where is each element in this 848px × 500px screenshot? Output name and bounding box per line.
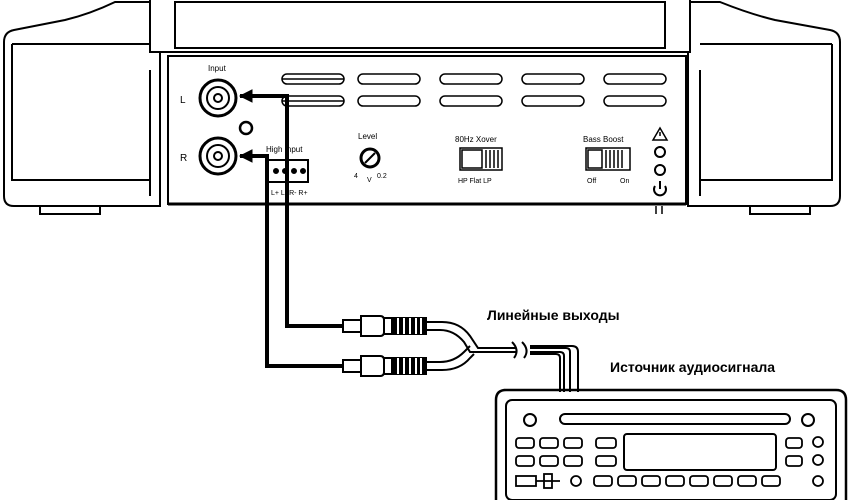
amp-left-wing-inner — [11, 43, 151, 196]
amp-right-wing — [687, 1, 841, 207]
display — [623, 433, 777, 471]
warning-icon — [651, 126, 669, 141]
xover-positions: HP Flat LP — [458, 178, 492, 185]
power-icon — [653, 181, 667, 197]
knob-icon[interactable] — [523, 413, 537, 427]
preset-buttons-right[interactable] — [785, 436, 824, 467]
balance-slider[interactable] — [515, 473, 582, 489]
audio-source-label: Источник аудиосигнала — [610, 359, 775, 375]
level-unit: V — [367, 177, 372, 184]
eject-icon[interactable] — [801, 413, 815, 427]
led-icon — [238, 120, 254, 136]
xover-switch[interactable] — [459, 147, 503, 171]
xover-label: 80Hz Xover — [455, 135, 497, 144]
cable-left — [240, 94, 345, 328]
amp-left-foot — [39, 205, 101, 215]
level-max: 0.2 — [377, 173, 387, 180]
amp-front-panel — [167, 55, 687, 205]
power-led-icon — [654, 164, 666, 176]
rca-plug-lower — [342, 355, 427, 377]
channel-left-label: L — [180, 95, 186, 106]
bass-on-label: On — [620, 178, 629, 185]
protect-led-icon — [654, 146, 666, 158]
head-unit-faceplate — [505, 399, 837, 500]
bottom-buttons[interactable] — [593, 475, 824, 487]
preset-buttons-left[interactable] — [515, 437, 617, 467]
rca-input-right[interactable] — [198, 136, 238, 176]
bass-boost-switch[interactable] — [585, 147, 631, 171]
bass-boost-label: Bass Boost — [583, 135, 624, 144]
vent-slots — [281, 73, 667, 107]
level-knob[interactable] — [359, 147, 381, 169]
amp-right-foot — [749, 205, 811, 215]
cable-run-to-source — [426, 321, 579, 392]
rca-cables — [238, 89, 579, 392]
line-outputs-label: Линейные выходы — [487, 307, 620, 323]
head-unit — [494, 388, 848, 500]
level-min: 4 — [354, 173, 358, 180]
cable-right — [240, 154, 345, 368]
high-input-label: High Input — [266, 145, 303, 154]
cd-slot — [559, 413, 791, 425]
channel-right-label: R — [180, 153, 187, 164]
high-input-pins: L+ L- R- R+ — [271, 190, 308, 197]
level-label: Level — [358, 132, 377, 141]
input-label: Input — [208, 64, 227, 73]
rca-plug-upper — [342, 315, 427, 337]
amp-left-wing — [3, 0, 161, 207]
rca-input-left[interactable] — [198, 78, 238, 118]
amplifier — [3, 0, 841, 215]
amp-right-wing-inner — [699, 43, 833, 196]
bass-off-label: Off — [587, 178, 596, 185]
head-unit-body — [494, 388, 848, 500]
amp-top-slot — [174, 1, 666, 49]
